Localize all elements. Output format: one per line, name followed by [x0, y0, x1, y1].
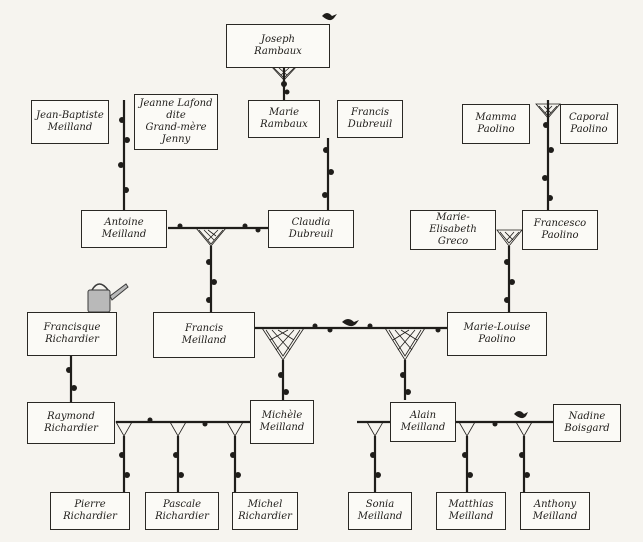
person-matthias-meilland: Matthias Meilland	[436, 492, 506, 530]
leaf-clusters	[66, 81, 554, 478]
person-caporal-paolino: Caporal Paolino	[560, 104, 618, 144]
person-claudia-dubreuil: Claudia Dubreuil	[268, 210, 354, 248]
person-marie-rambaux: Marie Rambaux	[248, 100, 320, 138]
person-anthony-meilland: Anthony Meilland	[520, 492, 590, 530]
person-francis-dubreuil: Francis Dubreuil	[337, 100, 403, 138]
person-marie-elisabeth-greco: Marie-Elisabeth Greco	[410, 210, 496, 250]
watering-can-icon	[87, 283, 129, 313]
person-marie-louise-paolino: Marie-Louise Paolino	[447, 312, 547, 356]
person-michele-meilland: Michèle Meilland	[250, 400, 314, 444]
person-pascale-richardier: Pascale Richardier	[145, 492, 219, 530]
person-raymond-richardier: Raymond Richardier	[27, 402, 115, 444]
person-mamma-paolino: Mamma Paolino	[462, 104, 530, 144]
person-jean-baptiste-meilland: Jean-Baptiste Meilland	[31, 100, 109, 144]
person-francesco-paolino: Francesco Paolino	[522, 210, 598, 250]
person-pierre-richardier: Pierre Richardier	[50, 492, 130, 530]
person-sonia-meilland: Sonia Meilland	[348, 492, 412, 530]
person-nadine-boisgard: Nadine Boisgard	[553, 404, 621, 442]
person-joseph-rambaux: Joseph Rambaux	[226, 24, 330, 68]
bird-icon	[322, 13, 528, 419]
person-francis-meilland: Francis Meilland	[153, 312, 255, 358]
person-michel-richardier: Michel Richardier	[232, 492, 298, 530]
person-alain-meilland: Alain Meilland	[390, 402, 456, 442]
person-francisque-richardier: Francisque Richardier	[27, 312, 117, 356]
person-antoine-meilland: Antoine Meilland	[81, 210, 167, 248]
person-jeanne-lafond: Jeanne Lafond dite Grand-mère Jenny	[134, 94, 218, 150]
